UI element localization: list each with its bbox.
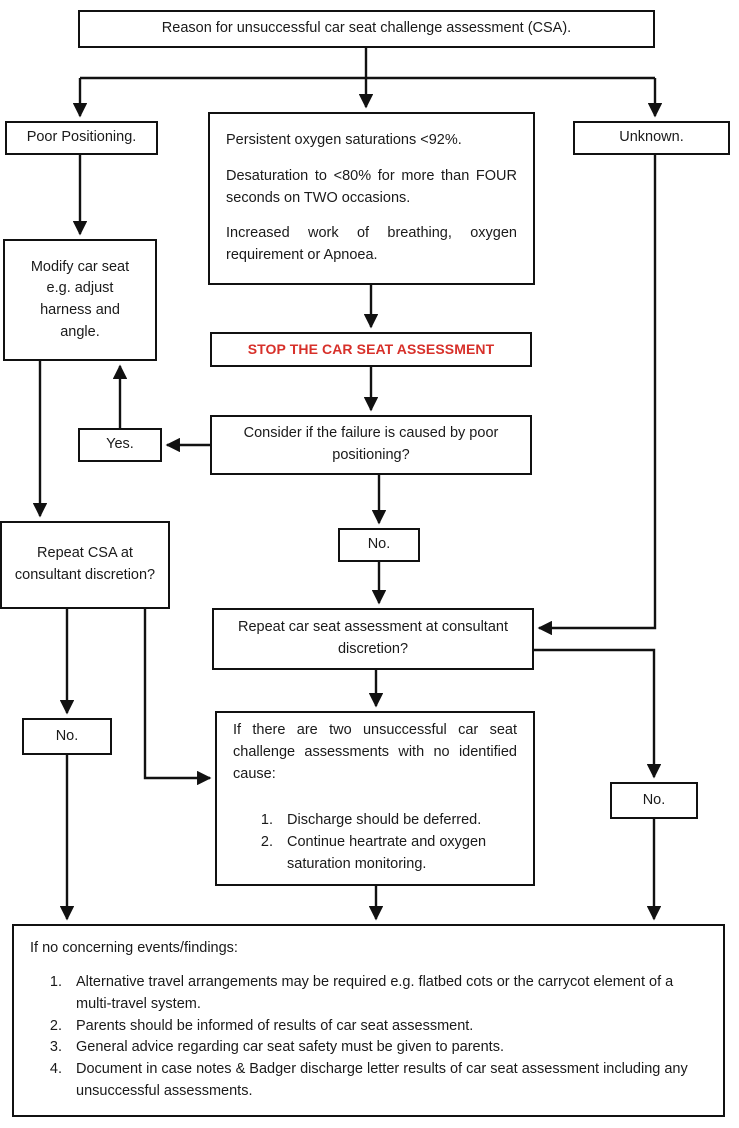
list-item: Discharge should be deferred. [277, 810, 517, 832]
two-unsuccessful-list: Discharge should be deferred. Continue h… [233, 810, 517, 877]
final-actions-list: Alternative travel arrangements may be r… [30, 972, 707, 1103]
node-no-middle: No. [338, 528, 420, 562]
node-modify-car-seat: Modify car seat e.g. adjust harness and … [3, 239, 157, 361]
node-final-actions: If no concerning events/findings: Altern… [12, 924, 725, 1117]
list-item: Document in case notes & Badger discharg… [66, 1059, 707, 1103]
edge-repeat-to-no-right [534, 648, 662, 779]
node-consider-failure-label: Consider if the failure is caused by poo… [243, 425, 499, 463]
node-unknown-label: Unknown. [619, 129, 684, 146]
list-item: General advice regarding car seat safety… [66, 1037, 707, 1059]
node-unknown: Unknown. [573, 121, 730, 155]
node-poor-positioning-label: Poor Positioning. [26, 129, 137, 146]
node-repeat-csa-label: Repeat CSA at consultant discretion? [14, 545, 156, 583]
node-repeat-csa: Repeat CSA at consultant discretion? [0, 521, 170, 609]
node-stop-assessment-label: STOP THE CAR SEAT ASSESSMENT [247, 341, 495, 357]
node-reason-header-label: Reason for unsuccessful car seat challen… [161, 20, 572, 37]
node-yes: Yes. [78, 428, 162, 462]
two-unsuccessful-lead: If there are two unsuccessful car seat c… [233, 722, 517, 782]
node-stop-assessment: STOP THE CAR SEAT ASSESSMENT [210, 332, 532, 367]
criteria-line-2: Desaturation to <80% for more than FOUR … [226, 167, 517, 206]
final-actions-lead: If no concerning events/findings: [30, 940, 238, 957]
node-criteria: Persistent oxygen saturations <92%. Desa… [208, 112, 535, 285]
node-no-right: No. [610, 782, 698, 819]
list-item: Continue heartrate and oxygen saturation… [277, 832, 517, 876]
criteria-line-1: Persistent oxygen saturations <92%. [226, 132, 462, 149]
list-item: Alternative travel arrangements may be r… [66, 972, 707, 1016]
node-consider-failure: Consider if the failure is caused by poo… [210, 415, 532, 475]
node-modify-car-seat-label: Modify car seat e.g. adjust harness and … [30, 258, 130, 340]
edge-unknown-to-repeat [537, 155, 657, 636]
node-no-left-label: No. [55, 727, 79, 744]
node-reason-header: Reason for unsuccessful car seat challen… [78, 10, 655, 48]
node-repeat-assessment: Repeat car seat assessment at consultant… [212, 608, 534, 670]
node-no-middle-label: No. [367, 536, 391, 553]
edge-repeat-csa-to-two [143, 609, 212, 786]
criteria-line-3: Increased work of breathing, oxygen requ… [226, 225, 517, 264]
node-repeat-assessment-label: Repeat car seat assessment at consultant… [237, 619, 508, 657]
node-no-right-label: No. [642, 791, 666, 808]
node-yes-label: Yes. [106, 436, 134, 453]
list-item: Parents should be informed of results of… [66, 1016, 707, 1038]
node-two-unsuccessful: If there are two unsuccessful car seat c… [215, 711, 535, 886]
node-no-left: No. [22, 718, 112, 755]
node-poor-positioning: Poor Positioning. [5, 121, 158, 155]
